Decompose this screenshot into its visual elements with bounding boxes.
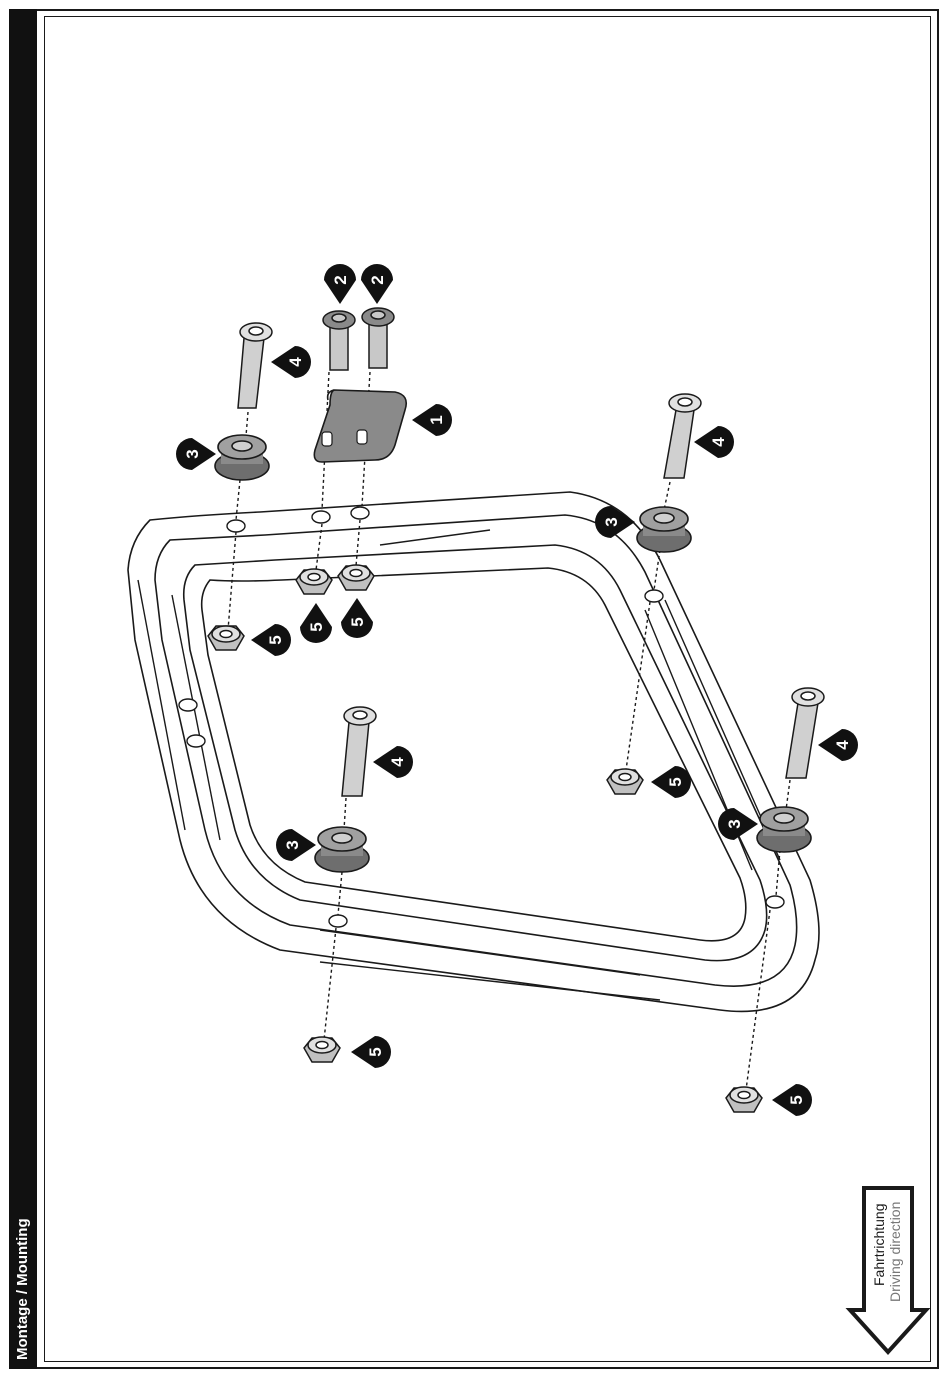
- spacers-part-3: [215, 435, 811, 872]
- callout-5e: 5: [351, 1036, 391, 1068]
- svg-text:2: 2: [368, 275, 387, 284]
- short-bolts-part-2: [323, 308, 394, 370]
- callout-4b: 4: [694, 426, 734, 458]
- svg-text:3: 3: [725, 819, 744, 828]
- callout-2a: 2: [324, 264, 356, 304]
- callout-5f: 5: [772, 1084, 812, 1116]
- direction-label-de: Fahrtrichtung: [871, 1204, 887, 1286]
- callout-2b: 2: [361, 264, 393, 304]
- svg-text:4: 4: [286, 357, 305, 367]
- svg-text:1: 1: [427, 415, 446, 424]
- callout-3b: 3: [595, 506, 635, 538]
- svg-text:2: 2: [331, 275, 350, 284]
- callout-5a: 5: [251, 624, 291, 656]
- svg-text:3: 3: [283, 840, 302, 849]
- driving-direction-arrow: Fahrtrichtung Driving direction: [850, 1188, 926, 1352]
- callout-1: 1: [412, 404, 452, 436]
- rack-frame: [128, 492, 819, 1011]
- svg-text:5: 5: [787, 1095, 806, 1104]
- svg-text:3: 3: [602, 517, 621, 526]
- svg-text:5: 5: [348, 617, 367, 626]
- callout-4c: 4: [373, 746, 413, 778]
- callout-5b: 5: [300, 603, 332, 643]
- svg-text:5: 5: [366, 1047, 385, 1056]
- long-bolts-part-4: [238, 323, 824, 796]
- assembly-guide-lines: [228, 372, 790, 1090]
- frame-holes: [179, 507, 784, 927]
- svg-text:5: 5: [266, 635, 285, 644]
- callout-5c: 5: [341, 598, 373, 638]
- svg-text:4: 4: [388, 757, 407, 767]
- callout-5d: 5: [651, 766, 691, 798]
- callout-4d: 4: [818, 729, 858, 761]
- svg-text:4: 4: [709, 437, 728, 447]
- callout-3d: 3: [718, 808, 758, 840]
- callout-3c: 3: [276, 829, 316, 861]
- svg-text:3: 3: [183, 449, 202, 458]
- svg-text:5: 5: [307, 622, 326, 631]
- callout-3a: 3: [176, 438, 216, 470]
- callout-4a: 4: [271, 346, 311, 378]
- direction-label-en: Driving direction: [887, 1202, 903, 1302]
- svg-text:5: 5: [666, 777, 685, 786]
- bracket-part-1: [314, 390, 406, 462]
- svg-text:4: 4: [833, 740, 852, 750]
